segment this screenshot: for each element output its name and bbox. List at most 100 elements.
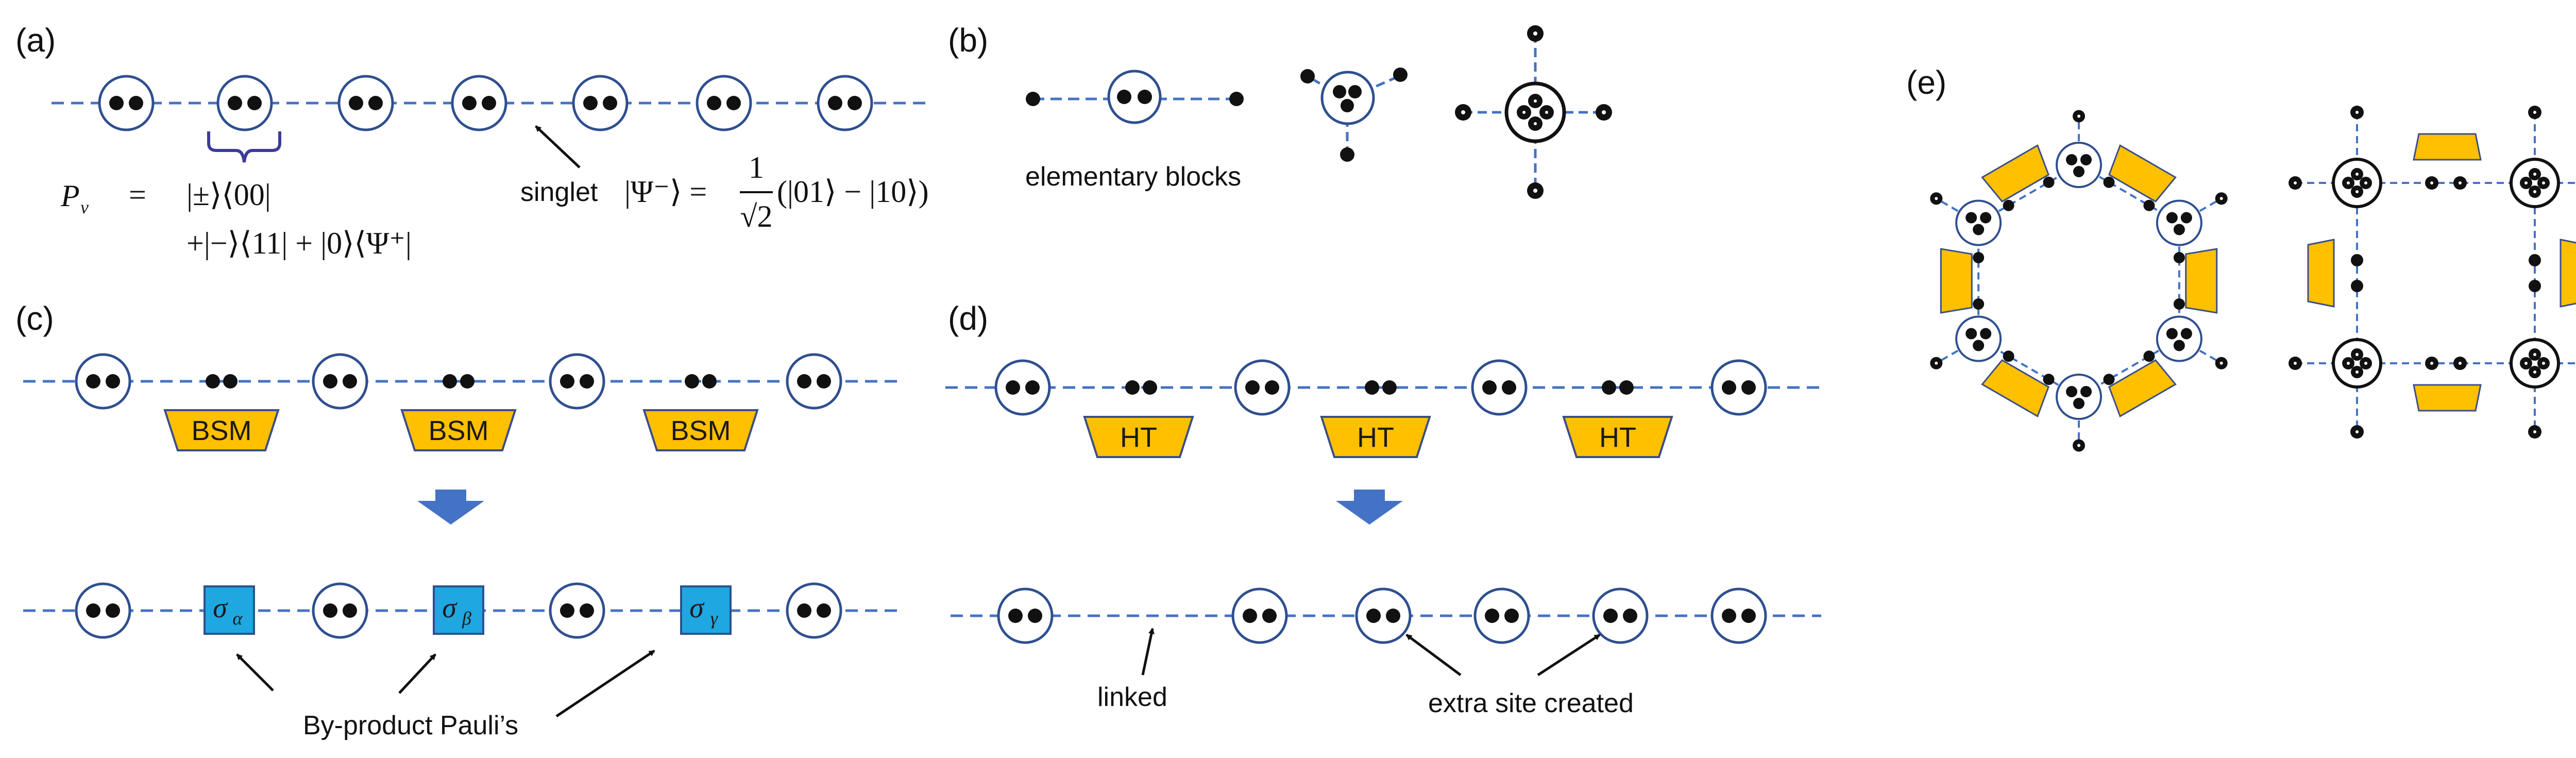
site-circle xyxy=(786,353,842,410)
site-dot xyxy=(580,603,594,618)
gate-box xyxy=(1981,359,2050,418)
site-dot xyxy=(462,96,477,110)
gate-label: HT xyxy=(1599,422,1636,453)
site-dot xyxy=(2173,224,2185,235)
lattice-end-dot-center xyxy=(2219,197,2223,200)
gate-box xyxy=(2413,133,2482,161)
site-dot xyxy=(2166,328,2178,340)
site-circle xyxy=(1355,587,1412,644)
site-dot xyxy=(828,96,842,110)
site-dot xyxy=(2173,340,2185,351)
gate-box xyxy=(1083,416,1194,458)
site-dot xyxy=(2143,350,2155,362)
gate-box xyxy=(1940,248,1973,314)
site-dot xyxy=(2103,176,2115,188)
site-dot xyxy=(1722,380,1736,395)
site-dot-center xyxy=(2524,181,2528,184)
site-dot xyxy=(349,96,363,110)
site-dot xyxy=(2073,398,2084,409)
lattice-gate xyxy=(2307,239,2335,308)
pauli-arrow xyxy=(236,653,274,692)
lattice-end-dot-center xyxy=(2294,181,2297,184)
brace-icon xyxy=(207,131,281,163)
extra-site-arrow xyxy=(1405,633,1462,677)
lattice-gate xyxy=(2560,239,2576,308)
gate-label: BSM xyxy=(191,415,251,446)
block-3-end-dot xyxy=(1340,147,1354,162)
site-dot xyxy=(1117,90,1131,104)
site-dot xyxy=(2003,199,2014,211)
site-circle xyxy=(1473,587,1530,644)
lattice-end-dot-center xyxy=(2294,362,2297,365)
site-dot xyxy=(1502,380,1516,395)
site-dot xyxy=(583,96,598,110)
site-dot-center xyxy=(2355,173,2359,176)
site-dot xyxy=(1143,380,1157,395)
block-3-end-dot xyxy=(1393,68,1408,82)
site-dot xyxy=(1386,609,1400,623)
site-dot xyxy=(1741,380,1756,395)
gate-box xyxy=(2560,239,2576,308)
square-lattice xyxy=(2289,106,2576,439)
site-dot xyxy=(2529,280,2541,292)
by-product-pauli-caption: By-product Pauli’s xyxy=(303,711,518,740)
site-dot xyxy=(1722,609,1736,623)
site-circle xyxy=(696,75,752,131)
site-dot xyxy=(2043,176,2055,188)
gate-label: HT xyxy=(1120,422,1157,453)
lattice-bond xyxy=(2178,197,2222,224)
block-4-end-nodes xyxy=(1455,25,1612,199)
lattice-end-dot-center xyxy=(1935,361,1938,365)
panel-e: (e) xyxy=(1906,64,2576,452)
panel-c-label: (c) xyxy=(15,300,54,337)
site-circle xyxy=(549,353,605,410)
pauli-sigma: σ xyxy=(213,592,228,624)
lattice-gate xyxy=(2413,133,2482,161)
site-dot xyxy=(1333,85,1346,98)
lattice-end-dot-center xyxy=(2459,181,2462,184)
linked-label: linked xyxy=(1097,682,1167,712)
site-dot xyxy=(2351,280,2363,292)
lattice-bond xyxy=(1936,197,1979,224)
site-dot xyxy=(323,374,337,389)
site-dot-center xyxy=(2355,190,2359,193)
lattice-gate xyxy=(1981,144,2050,203)
site-circle xyxy=(817,75,873,131)
site-dot-center xyxy=(2533,353,2536,356)
site-dot xyxy=(1348,85,1362,98)
lattice-site xyxy=(2056,142,2102,188)
panel-c-top-chain xyxy=(75,353,842,410)
site-circle xyxy=(1471,359,1528,416)
gate-box xyxy=(1320,416,1431,458)
lattice-gate xyxy=(2108,144,2177,203)
site-dot xyxy=(460,374,474,389)
site-dot xyxy=(323,603,337,618)
lattice-end-dot-center xyxy=(2459,362,2462,365)
site-dot xyxy=(206,374,220,389)
site-dot xyxy=(1980,328,1992,340)
gate-label: BSM xyxy=(428,415,488,446)
site-dot-center xyxy=(2542,362,2545,365)
panel-c-bottom-chain xyxy=(75,582,842,639)
site-dot xyxy=(702,374,717,389)
site-dot xyxy=(1125,380,1140,395)
linked-arrow xyxy=(1141,628,1155,676)
lattice-gate xyxy=(2413,384,2482,412)
gate-box xyxy=(2108,144,2177,203)
down-arrow-icon xyxy=(417,490,484,525)
lattice-bond xyxy=(1936,338,1979,364)
site-dot xyxy=(2080,154,2092,165)
lattice-site xyxy=(2332,158,2382,208)
site-circle xyxy=(549,582,605,639)
site-dot-center xyxy=(2533,190,2536,193)
pv-line-2: +|−⟩⟨11| + |0⟩⟨Ψ⁺| xyxy=(187,226,412,260)
site-dot-center xyxy=(2364,362,2367,365)
lattice-site xyxy=(2156,199,2202,246)
site-circle xyxy=(786,582,842,639)
site-dot xyxy=(1485,609,1499,623)
site-dot xyxy=(560,374,574,389)
site-dot xyxy=(1341,99,1354,112)
